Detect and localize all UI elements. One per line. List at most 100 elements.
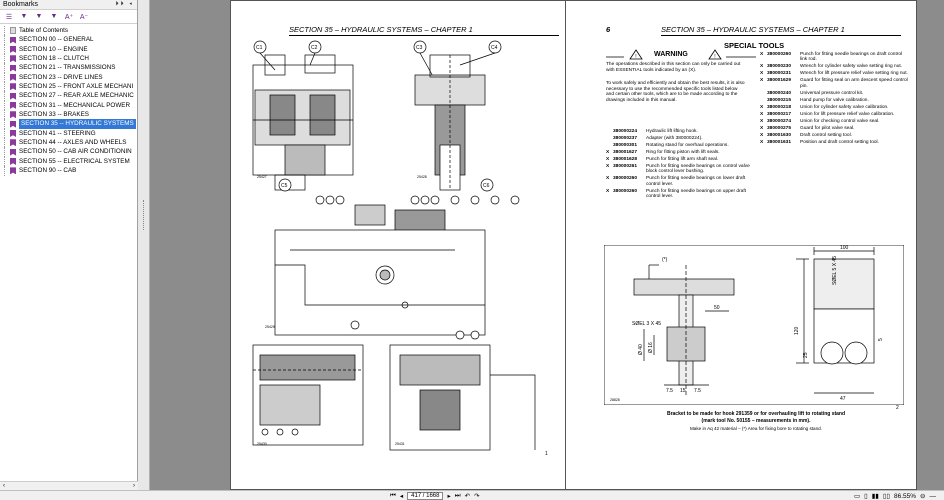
bookmark-label: SECTION 25 -- FRONT AXLE MECHANI (19, 83, 134, 91)
cover-icon[interactable]: ▯▯ (882, 493, 890, 500)
page-header: SECTION 35 – HYDRAULIC SYSTEMS – CHAPTER… (289, 25, 559, 36)
bookmark-item[interactable]: SECTION 41 -- STEERING (0, 128, 137, 139)
bookmark-label: SECTION 00 -- GENERAL (19, 36, 94, 44)
page-navigation: ⏮ ◂ 417 / 1668 ▸ ⏭ ↶ ↷ (390, 492, 480, 500)
tool-x (606, 136, 613, 141)
callout-c2: C2 (311, 45, 318, 51)
bookmark-item[interactable]: SECTION 50 -- CAB AIR CONDITIONIN (0, 147, 137, 157)
bookmark-item[interactable]: SECTION 31 -- MECHANICAL POWER (0, 100, 137, 111)
tool-code: 380001627 (613, 150, 638, 155)
hydraulic-drawings: C1 C2 C3 C4 C5 C6 25427 25428 25429 2543… (252, 40, 548, 457)
bookmarks-header: Bookmarks ⏵⏵ ◂ (0, 0, 137, 10)
dim-25: 25 (803, 352, 809, 358)
bookmark-icon (10, 139, 16, 147)
status-bar: ⏮ ◂ 417 / 1668 ▸ ⏭ ↶ ↷ ▭ ▯ ▮▮ ▯▯ 86.55% … (0, 490, 944, 500)
bookmark-item[interactable]: SECTION 55 -- ELECTRICAL SYSTEM (0, 156, 137, 167)
bookmark-label: SECTION 90 -- CAB (19, 167, 77, 175)
dim-100: 100 (840, 245, 849, 251)
callout-c3: C3 (416, 45, 423, 51)
dim-fixing-area: (*) (662, 257, 668, 263)
bookmark-item[interactable]: Table of Contents (0, 26, 137, 36)
bookmark-item[interactable]: SECTION 33 -- BRAKES (0, 110, 137, 120)
options-icon[interactable]: ☰ (5, 13, 13, 21)
scroll-right-icon[interactable]: › (133, 483, 135, 489)
bookmarks-panel: Bookmarks ⏵⏵ ◂ ☰ ▼ ▼ ▼ A⁺ A⁻ Table of Co… (0, 0, 138, 490)
bookmark-icon[interactable]: ▼ (20, 13, 28, 20)
bookmark-icon (10, 129, 16, 137)
dim-7-5-b: 7.5 (694, 388, 701, 394)
tool-code: 380000231 (767, 71, 792, 77)
bookmark-label: SECTION 33 -- BRAKES (19, 111, 89, 119)
bookmark-icon (10, 36, 16, 44)
horizontal-scrollbar[interactable]: ‹ › (0, 481, 138, 490)
zoom-level[interactable]: 86.55% (894, 492, 917, 500)
bookmark-icon (10, 92, 16, 100)
tool-desc: Punch for fitting needle bearings on dra… (800, 52, 903, 63)
svg-text:!: ! (635, 54, 636, 60)
last-page-icon[interactable]: ⏭ (454, 492, 461, 499)
scroll-left-icon[interactable]: ‹ (3, 483, 5, 489)
tool-x (606, 143, 613, 148)
tool-code: 380000230 (767, 64, 792, 70)
bookmark-item[interactable]: SECTION 18 -- CLUTCH (0, 54, 137, 64)
bookmark-item[interactable]: SECTION 10 -- ENGINE (0, 44, 137, 55)
warning-banner: ! ! (606, 49, 756, 60)
panel-controls[interactable]: ⏵⏵ ◂ (115, 1, 134, 7)
fig-id-2: 25428 (417, 175, 427, 179)
tool-desc: Punch for fitting lift arm shaft seal. (646, 157, 719, 162)
page-icon (10, 27, 16, 35)
prev-view-icon[interactable]: ↶ (464, 493, 471, 500)
bookmark-delete-icon[interactable]: ▼ (50, 13, 58, 20)
bookmark-item[interactable]: SECTION 23 -- DRIVE LINES (0, 72, 137, 83)
bookmark-item[interactable]: SECTION 35 -- HYDRAULIC SYSTEMS (0, 119, 137, 129)
prev-page-icon[interactable]: ◂ (399, 493, 404, 500)
tool-x: X (760, 125, 764, 131)
page-number-input[interactable]: 417 / 1668 (407, 492, 444, 500)
bookmark-icon (10, 45, 16, 53)
document-viewer[interactable]: SECTION 35 – HYDRAULIC SYSTEMS – CHAPTER… (150, 0, 944, 490)
bookmark-add-icon[interactable]: ▼ (35, 13, 43, 20)
dim-dia-16: Ø 16 (648, 342, 654, 353)
tool-x: X (760, 132, 764, 138)
tool-x (606, 129, 613, 134)
tool-code: 380000240 (767, 90, 792, 96)
tool-desc: Wrench for lift pressure relief valve se… (800, 71, 908, 77)
bookmark-item[interactable]: SECTION 25 -- FRONT AXLE MECHANI (0, 82, 137, 92)
font-increase-icon[interactable]: A⁺ (64, 13, 74, 21)
zoom-out-icon[interactable]: ⊖ (920, 493, 926, 500)
facing-icon[interactable]: ▮▮ (871, 493, 879, 500)
tool-x: X (606, 176, 610, 182)
tool-code: 380000261 (613, 164, 638, 169)
bookmark-item[interactable]: SECTION 27 -- REAR AXLE MECHANIC (0, 91, 137, 101)
single-page-icon[interactable]: ▭ (853, 493, 861, 500)
tool-x: X (760, 64, 764, 70)
bookmark-item[interactable]: SECTION 90 -- CAB (0, 166, 137, 176)
panel-splitter[interactable] (138, 0, 150, 490)
bookmark-label: SECTION 10 -- ENGINE (19, 45, 88, 53)
bookmark-item[interactable]: SECTION 44 -- AXLES AND WHEELS (0, 138, 137, 148)
continuous-icon[interactable]: ▯ (864, 493, 868, 500)
tool-x: X (606, 164, 610, 169)
tool-x: X (760, 118, 764, 124)
tool-code: 380000217 (767, 111, 792, 117)
font-decrease-icon[interactable]: A⁻ (79, 13, 89, 21)
next-page-icon[interactable]: ▸ (447, 493, 451, 500)
bookmark-label: SECTION 21 -- TRANSMISSIONS (19, 64, 116, 72)
next-view-icon[interactable]: ↷ (474, 493, 480, 500)
dim-120: 120 (794, 326, 800, 335)
first-page-icon[interactable]: ⏮ (390, 492, 396, 499)
bookmark-item[interactable]: SECTION 00 -- GENERAL (0, 35, 137, 45)
zoom-slider[interactable]: — (929, 492, 937, 500)
bookmark-icon (10, 167, 16, 175)
bookmark-item[interactable]: SECTION 21 -- TRANSMISSIONS (0, 63, 137, 73)
callout-c6: C6 (483, 183, 490, 189)
